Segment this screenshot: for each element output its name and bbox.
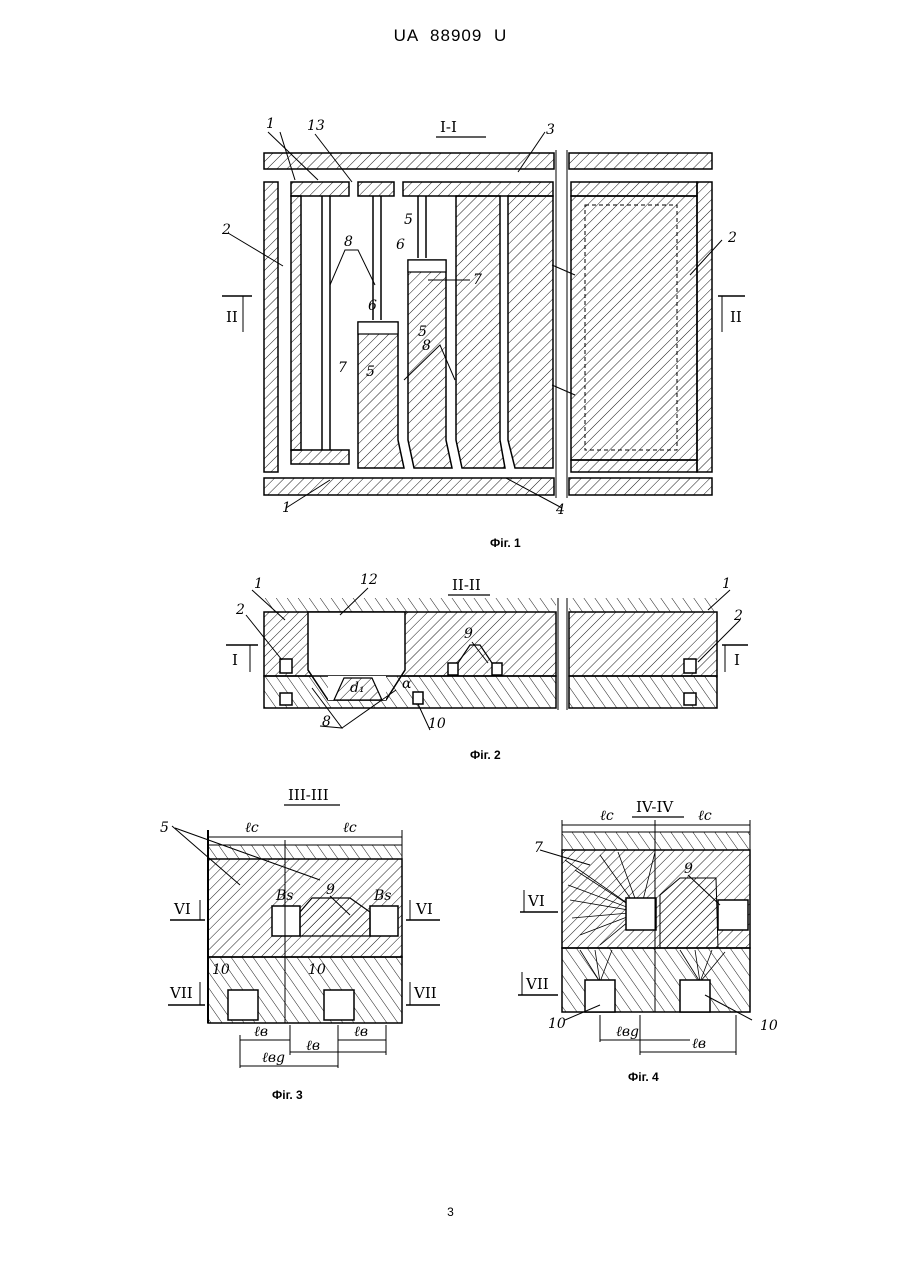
page-number: 3 [0, 1205, 901, 1219]
fig4-section-label: IV-IV [636, 798, 674, 816]
fig4-mark-vii-text: VII [525, 975, 549, 993]
fig4-label-9: 9 [684, 861, 693, 877]
fig4-label-lc-right: ℓc [698, 808, 712, 824]
fig4-mark-vi-text: VI [527, 892, 545, 910]
fig4-section-title: IV-IV [632, 798, 684, 817]
fig4-label-7: 7 [534, 840, 543, 856]
fig4-label-lc-left: ℓc [600, 808, 614, 824]
fig4-label-lvg: ℓвg [616, 1024, 639, 1040]
fig4-label-10-right: 10 [760, 1018, 778, 1034]
fig4-mark-vi: VI [520, 890, 558, 912]
figure-4-caption: Фіг. 4 [628, 1070, 659, 1084]
fig4-label-10-left: 10 [548, 1016, 566, 1032]
fig4-label-lv: ℓв [692, 1036, 706, 1052]
fig4-mark-vii: VII [518, 972, 558, 995]
